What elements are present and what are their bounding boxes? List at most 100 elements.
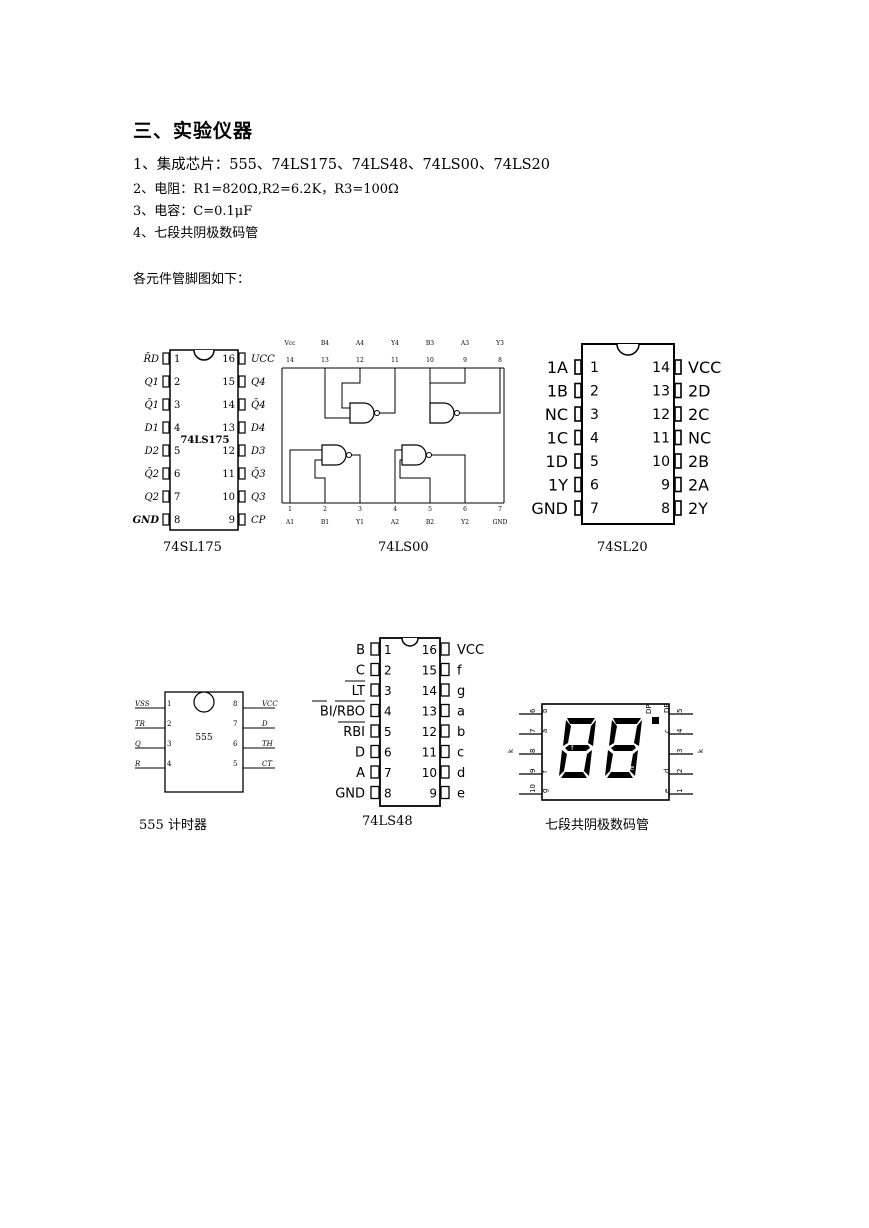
pin-label-left: GND — [133, 515, 160, 526]
pin-left — [370, 662, 380, 677]
chip-body — [379, 637, 441, 807]
pin-letter-left: b — [541, 708, 549, 713]
top-pin-number: 10 — [426, 357, 434, 364]
pin-left — [370, 785, 380, 800]
pin-label-left: D1 — [144, 423, 159, 434]
pin-number-left: 5 — [384, 725, 392, 739]
pin-number-left: 6 — [174, 469, 180, 480]
digit-left-seg-d — [561, 772, 587, 778]
pin-number-right: 11 — [652, 431, 670, 447]
pin-number-left: 1 — [384, 643, 392, 657]
bottom-pin-number: 7 — [498, 506, 502, 513]
chip-center-label: 74LS175 — [180, 435, 229, 446]
pin-number-left: 3 — [167, 740, 171, 748]
equipment-item-2: 2、电阻：R1=820Ω,R2=6.2K，R3=100Ω — [133, 182, 399, 197]
pin-left — [370, 724, 380, 738]
pin-label-left: NC — [545, 405, 568, 424]
pin-right — [440, 662, 450, 677]
pin-label-right: 2Y — [688, 499, 708, 518]
pin-right — [238, 421, 246, 434]
pin-number-right: 14 — [222, 400, 235, 411]
pin-left — [574, 500, 582, 516]
pin-label-right: d — [457, 766, 465, 781]
pin-label-left: Q2 — [144, 492, 159, 503]
pin-left — [370, 744, 380, 759]
pin-label-left: TR — [135, 720, 146, 728]
segment-letter: d — [645, 747, 649, 755]
digit-right-seg-e — [605, 750, 613, 776]
pin-number-left: 8 — [174, 515, 180, 526]
pin-label-right: 2D — [688, 382, 711, 401]
bottom-pin-number: 2 — [323, 506, 327, 513]
pin-number-right: 4 — [676, 728, 684, 733]
pin-number-right: 10 — [422, 766, 437, 780]
bottom-pin-label: B2 — [426, 519, 434, 526]
wire — [399, 459, 431, 503]
bottom-pin-label: B1 — [321, 519, 329, 526]
bottom-pin-label: A2 — [390, 519, 399, 526]
pin-number-right: 5 — [676, 709, 684, 713]
wire — [429, 368, 466, 408]
pin-number-right: 10 — [652, 454, 670, 470]
equipment-item-4: 4、七段共阴极数码管 — [133, 226, 259, 241]
pin-right — [440, 703, 450, 718]
pin-label-right: g — [457, 684, 465, 699]
wire — [324, 368, 350, 419]
pin-number-left: 9 — [529, 769, 537, 773]
chip-notch — [401, 637, 419, 647]
pin-label-left: 1A — [547, 358, 568, 377]
pin-label-right: D3 — [250, 446, 265, 457]
pin-right — [674, 382, 682, 399]
pin-label-left: BI/RBO — [320, 705, 365, 720]
pin-letter-left: a — [541, 729, 549, 733]
pin-left — [162, 444, 170, 457]
pin-number-left: 5 — [174, 446, 180, 457]
pin-label-left: VSS — [135, 700, 150, 708]
pin-right — [674, 429, 682, 446]
digit-left-seg-g — [565, 745, 590, 751]
pin-right — [238, 444, 246, 457]
pin-number-right: 1 — [676, 789, 684, 793]
pin-left — [574, 359, 582, 375]
nand-gate-3-bubble — [454, 410, 460, 416]
equipment-item-1: 1、集成芯片：555、74LS175、74LS48、74LS00、74LS20 — [133, 157, 550, 173]
pin-right — [238, 398, 246, 411]
pin-number-left: 7 — [384, 766, 392, 780]
digit-left-seg-c — [584, 750, 592, 776]
pin-left — [370, 703, 380, 718]
pin-label-left: RBI — [343, 725, 365, 740]
pin-number-left: 4 — [590, 431, 599, 447]
pin-number-right: 9 — [229, 515, 235, 526]
pin-number-right: 12 — [652, 407, 670, 423]
pin-right — [440, 765, 450, 779]
pin-letter-left: k — [507, 748, 515, 753]
pin-number-right: 9 — [661, 478, 670, 494]
pin-label-left: Q — [135, 740, 141, 748]
pin-number-right: 11 — [422, 746, 437, 760]
top-pin-label: A3 — [460, 340, 469, 347]
pin-number-left: 6 — [590, 478, 599, 494]
pin-number-left: 1 — [167, 700, 171, 708]
pin-label-right: TH — [262, 740, 274, 748]
pin-label-left: R̄D — [142, 353, 159, 365]
pin-number-left: 6 — [384, 746, 392, 760]
top-pin-number: 14 — [286, 357, 294, 364]
pin-number-right: 15 — [222, 377, 235, 388]
pin-label-left: 1D — [546, 452, 569, 471]
pin-left — [162, 398, 170, 411]
nand-gate-2-bubble — [426, 452, 432, 458]
segment-letter: c — [574, 757, 578, 765]
pin-label-left: 1C — [547, 429, 568, 448]
top-pin-label: B3 — [426, 340, 434, 347]
digit-right-seg-a — [613, 718, 641, 724]
chip-body — [581, 343, 675, 525]
pin-number-right: 15 — [422, 664, 437, 678]
pin-label-right: NC — [688, 429, 711, 448]
pin-number-left: 1 — [174, 354, 180, 365]
pin-number-right: 16 — [422, 643, 437, 657]
wire — [289, 449, 322, 503]
chip-body — [169, 349, 239, 531]
pin-number-right: 12 — [422, 725, 437, 739]
dp-label: DP — [645, 704, 653, 714]
pin-label-left: 1Y — [548, 476, 568, 495]
